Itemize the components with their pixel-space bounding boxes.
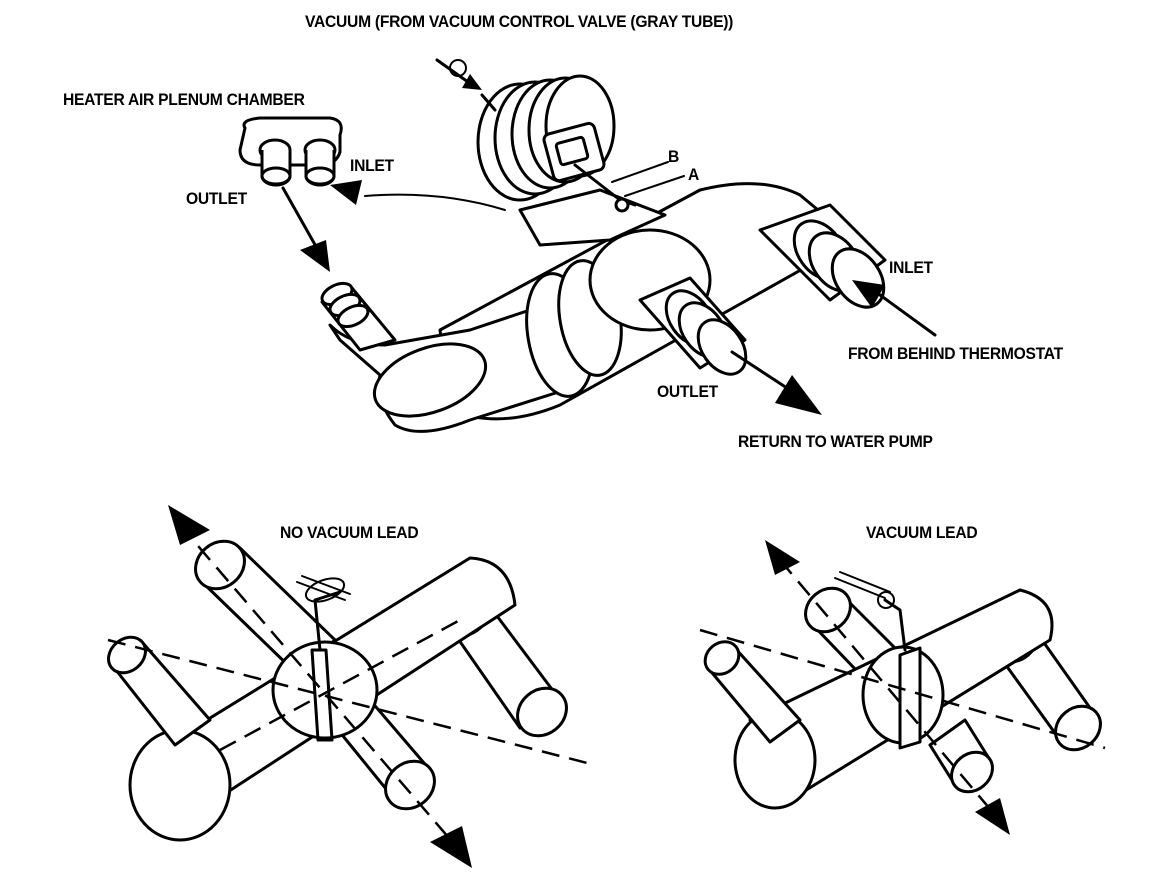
vacuum-lead-label: VACUUM LEAD xyxy=(866,523,978,542)
flow-arrow-plenum-outlet xyxy=(281,186,330,272)
plenum-chamber xyxy=(238,116,343,187)
outlet-hose-ring-3 xyxy=(336,303,370,329)
flow-arrow-vacuum xyxy=(435,58,482,90)
return-pump-label: RETURN TO WATER PUMP xyxy=(738,432,933,451)
leader-b xyxy=(611,161,669,183)
flow-arrow-plenum-inlet xyxy=(330,180,506,211)
vacuum-source-label: VACUUM (FROM VACUUM CONTROL VALVE (GRAY … xyxy=(305,12,734,31)
from-thermostat-label: FROM BEHIND THERMOSTAT xyxy=(848,344,1063,363)
heater-valve-assembly xyxy=(238,58,937,433)
leader-a xyxy=(624,175,685,197)
vacuum-schematic xyxy=(699,540,1106,835)
valve-inlet-label: INLET xyxy=(889,258,933,277)
flow-arrow-inlet xyxy=(852,280,937,337)
port-a-label: A xyxy=(688,165,700,184)
port-b-label: B xyxy=(668,147,680,166)
plenum-label: HEATER AIR PLENUM CHAMBER xyxy=(63,90,305,109)
no-vacuum-lead-label: NO VACUUM LEAD xyxy=(280,523,419,542)
vacuum-actuator xyxy=(476,74,667,247)
flow-arrow-return xyxy=(730,350,822,415)
no-vacuum-schematic xyxy=(107,505,596,868)
valve-outlet-label: OUTLET xyxy=(657,382,718,401)
bottom-outlet-end xyxy=(696,318,748,376)
plenum-inlet-label: INLET xyxy=(350,156,394,175)
plenum-outlet-label: OUTLET xyxy=(186,189,247,208)
elbow-open-end xyxy=(372,342,488,418)
